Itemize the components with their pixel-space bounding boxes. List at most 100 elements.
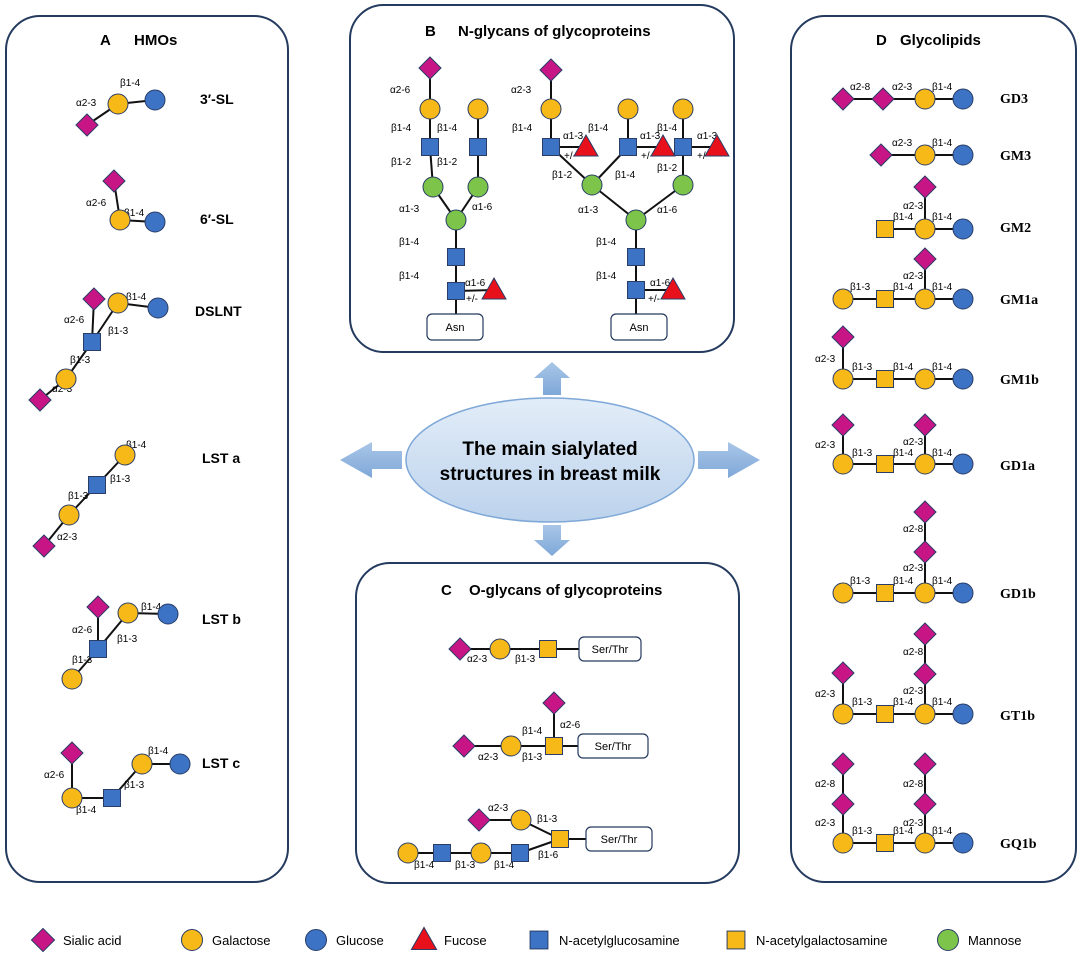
linkage-label: β1-2 xyxy=(437,157,458,168)
linkage-label: β1-4 xyxy=(399,237,420,248)
glcnac-symbol xyxy=(511,844,529,862)
sialic-acid-symbol xyxy=(831,413,855,437)
asn-box xyxy=(426,313,484,341)
linkage-label: α2-3 xyxy=(57,532,78,543)
galactose-symbol xyxy=(114,444,136,466)
linkage-label: α2-6 xyxy=(560,720,581,731)
gl-name-gm1b: GM1b xyxy=(1000,373,1039,388)
fucose-symbol xyxy=(573,133,599,157)
glcnac-symbol xyxy=(83,333,101,351)
glcnac-symbol xyxy=(447,248,465,266)
sialic-acid-symbol xyxy=(448,637,472,661)
linkage-label: β1-4 xyxy=(893,362,914,373)
center-title-line1: The main sialylated xyxy=(462,439,637,460)
legend-label: N-acetylgalactosamine xyxy=(756,933,888,948)
linkage-label: α1-3 xyxy=(578,205,599,216)
sialic-acid-symbol xyxy=(60,741,84,765)
linkage-label: α2-8 xyxy=(850,82,871,93)
linkage-label: β1-3 xyxy=(70,355,91,366)
fucose-optional-label: +/- xyxy=(564,151,576,162)
galactose-symbol xyxy=(914,832,936,854)
glucose-symbol xyxy=(952,144,974,166)
galnac-symbol xyxy=(876,584,894,602)
sialic-acid-symbol xyxy=(913,622,937,646)
sialic-acid-symbol xyxy=(913,752,937,776)
linkage-label: α2-3 xyxy=(903,563,924,574)
galactose-symbol xyxy=(914,218,936,240)
linkage-label: β1-4 xyxy=(893,212,914,223)
glucose-symbol xyxy=(144,211,166,233)
linkage-label: β1-3 xyxy=(537,814,558,825)
linkage-label: β1-4 xyxy=(932,576,953,587)
mannose-symbol xyxy=(445,209,467,231)
panel-d-title: D Glycolipids xyxy=(876,32,981,49)
sialic-acid-symbol xyxy=(75,113,99,137)
linkage-label: β1-2 xyxy=(391,157,412,168)
galactose-symbol xyxy=(914,144,936,166)
glcnac-symbol xyxy=(433,844,451,862)
sialic-acid-symbol xyxy=(913,500,937,524)
hmo-name-lstb: LST b xyxy=(202,611,241,627)
linkage-label: β1-3 xyxy=(124,780,145,791)
linkage-label: α2-3 xyxy=(815,440,836,451)
mannose-symbol xyxy=(937,929,959,951)
linkage-label: α2-3 xyxy=(478,752,499,763)
galnac-symbol xyxy=(876,370,894,388)
glucose-symbol xyxy=(305,929,327,951)
hmo-name-3sl: 3′-SL xyxy=(200,91,234,107)
fucose-symbol xyxy=(660,276,686,300)
linkage-label: β1-3 xyxy=(852,826,873,837)
linkage-label: α2-3 xyxy=(815,818,836,829)
galactose-symbol xyxy=(914,368,936,390)
linkage-label: β1-3 xyxy=(852,362,873,373)
galactose-symbol xyxy=(510,809,532,831)
sialic-acid-symbol xyxy=(913,175,937,199)
linkage-label: β1-4 xyxy=(893,697,914,708)
linkage-label: α1-6 xyxy=(657,205,678,216)
sialic-acid-symbol xyxy=(30,927,56,953)
galactose-symbol xyxy=(117,602,139,624)
galnac-symbol xyxy=(539,640,557,658)
linkage-label: α2-3 xyxy=(488,803,509,814)
galactose-symbol xyxy=(467,98,489,120)
galactose-symbol xyxy=(832,368,854,390)
gl-name-gd1a: GD1a xyxy=(1000,459,1035,474)
gl-name-gq1b: GQ1b xyxy=(1000,837,1037,852)
panel-c-name: O-glycans of glycoproteins xyxy=(469,582,662,599)
ser-thr-label: Ser/Thr xyxy=(601,834,638,846)
galnac-symbol xyxy=(726,930,746,950)
galnac-symbol xyxy=(551,830,569,848)
linkage-label: β1-4 xyxy=(932,282,953,293)
sialic-acid-symbol xyxy=(418,56,442,80)
legend-label: Sialic acid xyxy=(63,933,122,948)
glcnac-symbol xyxy=(447,282,465,300)
glcnac-symbol xyxy=(529,930,549,950)
gl-name-gm1a: GM1a xyxy=(1000,293,1038,308)
galactose-symbol xyxy=(61,787,83,809)
linkage-label: α2-8 xyxy=(815,779,836,790)
fucose-symbol xyxy=(704,133,730,157)
linkage-label: β1-2 xyxy=(552,170,573,181)
galactose-symbol xyxy=(489,638,511,660)
legend-label: Glucose xyxy=(336,933,384,948)
linkage-label: α1-3 xyxy=(399,204,420,215)
panel-b-frame xyxy=(349,4,735,353)
linkage-label: β1-3 xyxy=(117,634,138,645)
linkage-label: α2-8 xyxy=(903,647,924,658)
panel-d-frame xyxy=(790,15,1077,883)
panel-a-name: HMOs xyxy=(134,32,177,49)
glcnac-symbol xyxy=(619,138,637,156)
legend-label: Galactose xyxy=(212,933,271,948)
sialic-acid-symbol xyxy=(467,808,491,832)
glucose-symbol xyxy=(952,832,974,854)
legend-item: Galactose xyxy=(181,929,271,951)
glcnac-symbol xyxy=(627,281,645,299)
linkage-label: β1-4 xyxy=(657,123,678,134)
linkage-label: β1-4 xyxy=(437,123,458,134)
asn-label: Asn xyxy=(630,322,649,334)
linkage-label: α2-8 xyxy=(903,524,924,535)
linkage-label: β1-3 xyxy=(72,655,93,666)
glcnac-symbol xyxy=(469,138,487,156)
